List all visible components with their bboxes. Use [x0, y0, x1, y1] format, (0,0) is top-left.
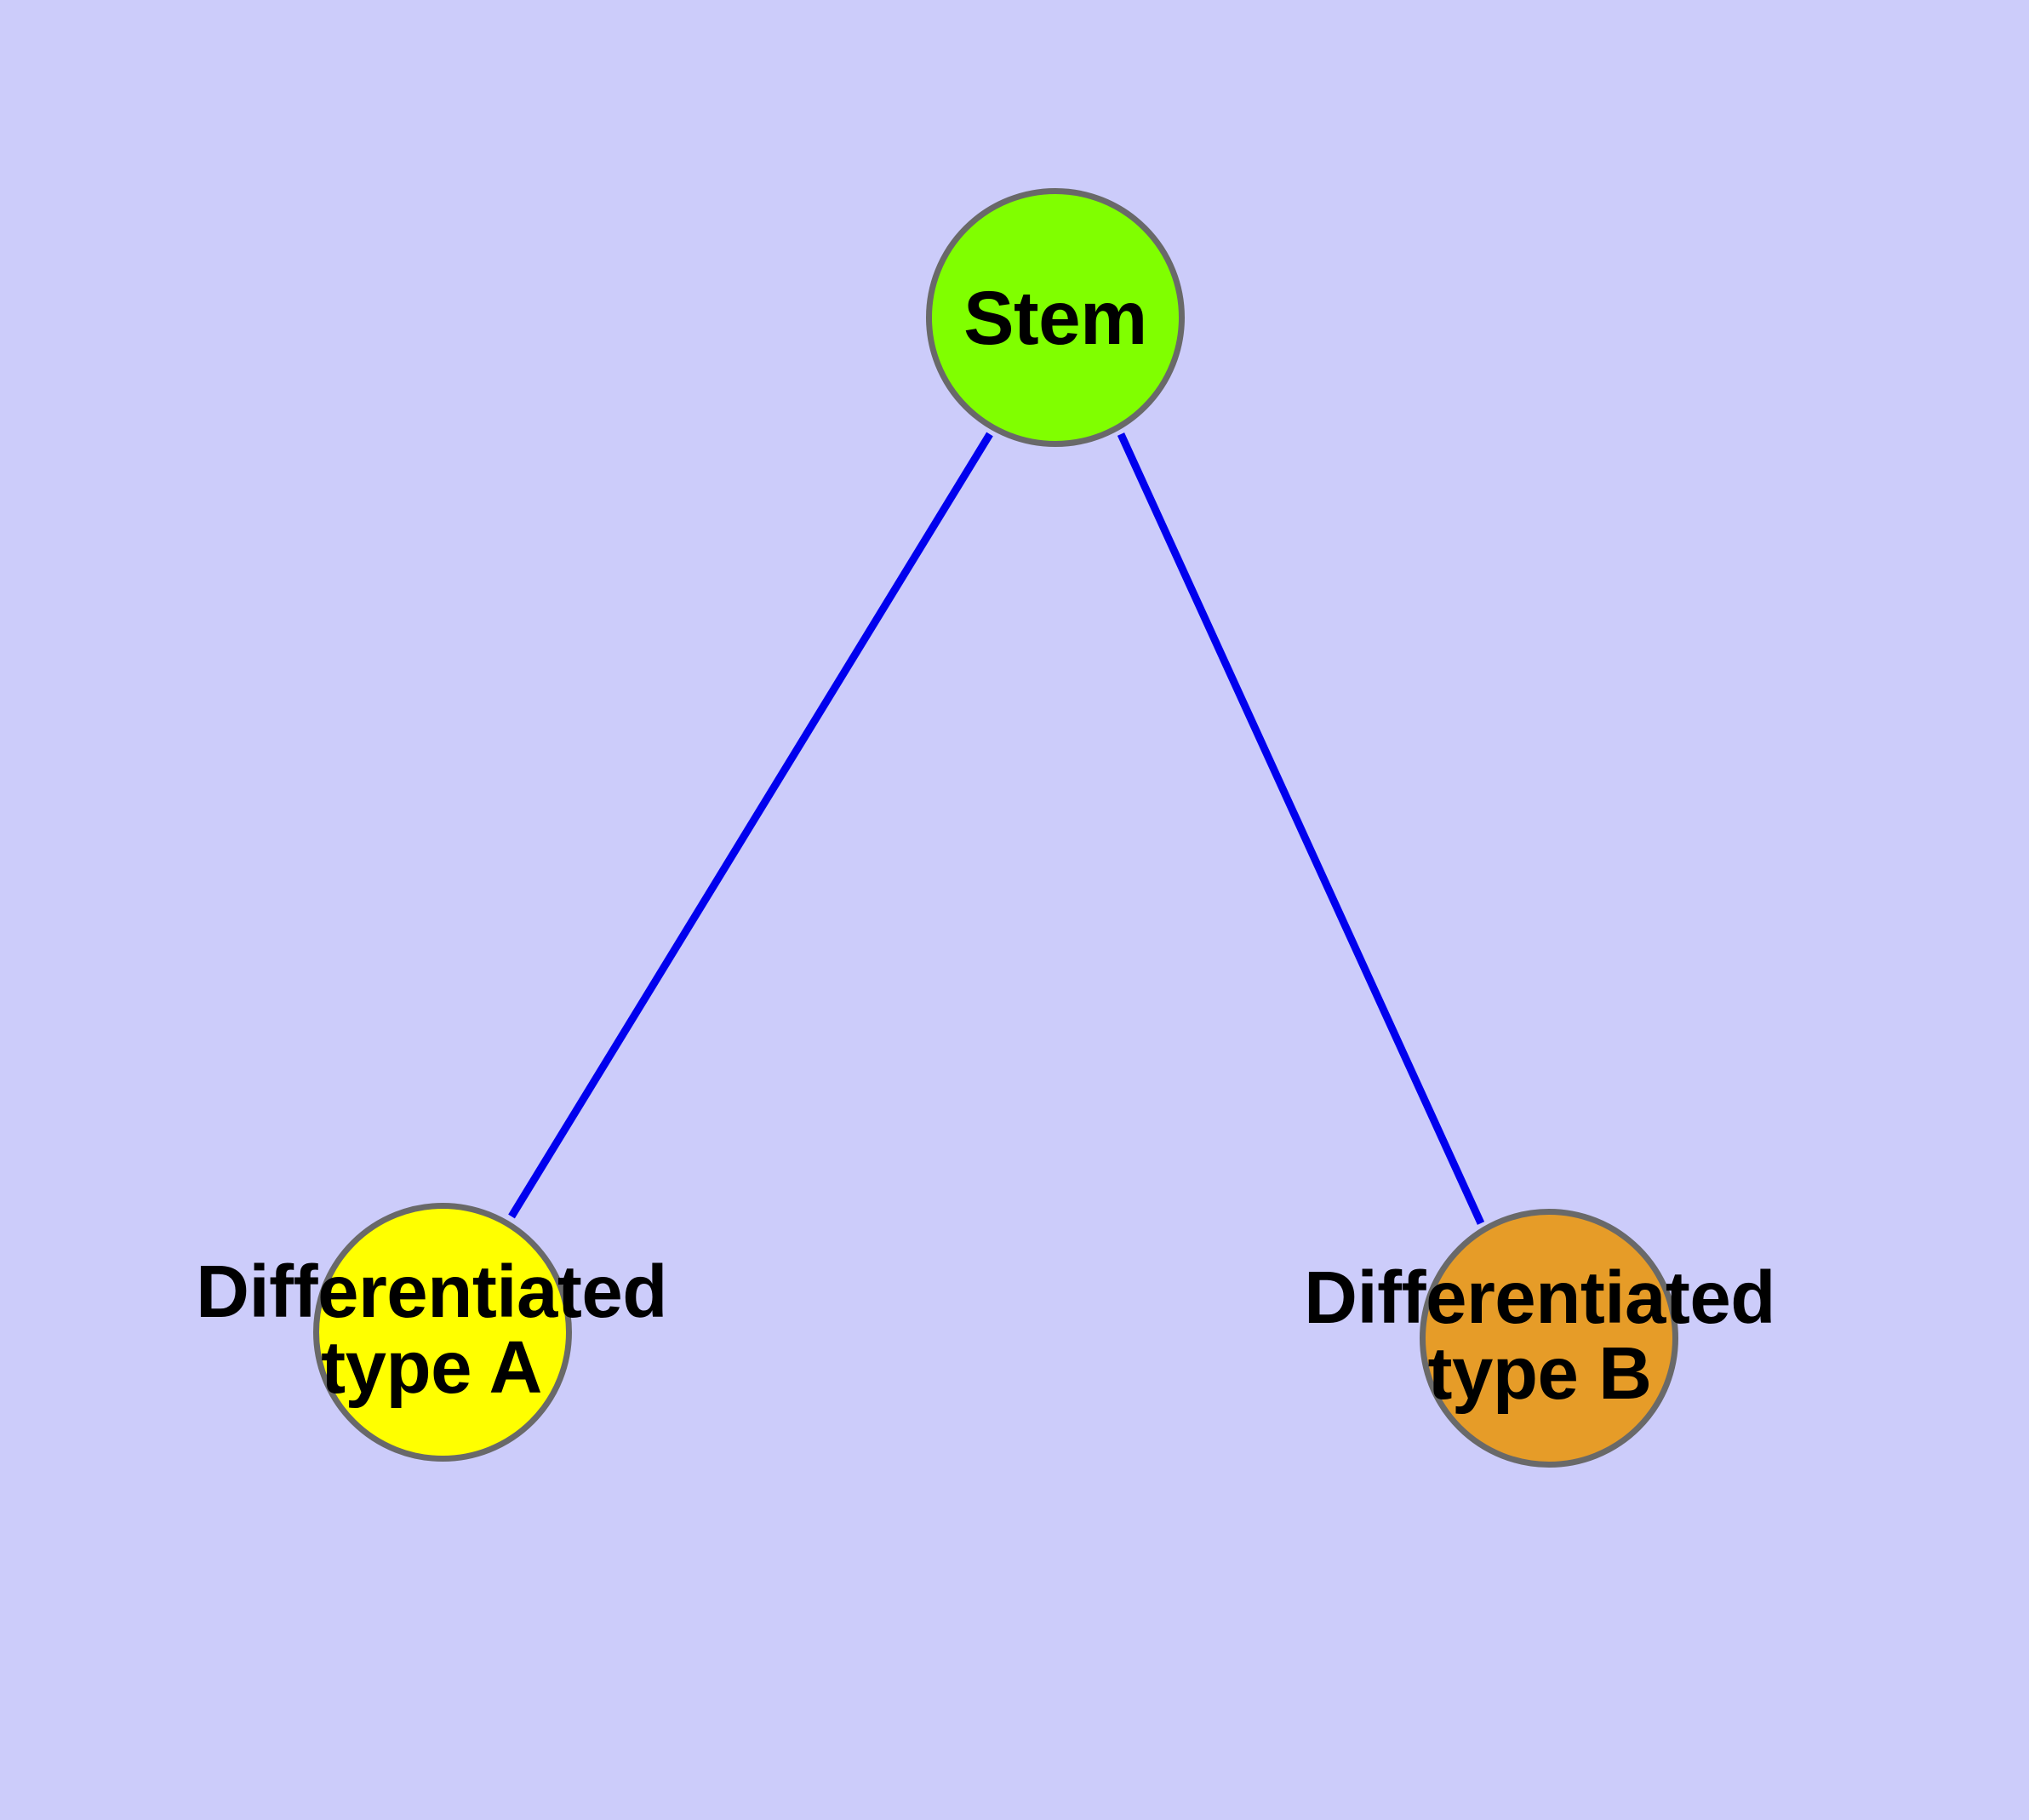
graph-node-stem[interactable]: Stem: [926, 188, 1185, 447]
node-stem-circle: [926, 188, 1185, 447]
node-stem-label-line-1: Stem: [963, 274, 1147, 360]
node-differentiated-type-b-circle: [1420, 1209, 1678, 1468]
node-stem-label: Stem: [963, 274, 1147, 360]
edge-stem-to-differentiated-type-a[interactable]: [508, 432, 993, 1219]
node-differentiated-type-a-label-line-2: type A: [321, 1326, 542, 1409]
node-differentiated-type-a-label: Differentiated type A: [196, 1255, 667, 1405]
node-differentiated-type-b-label-line-2: type B: [1427, 1332, 1652, 1415]
node-differentiated-type-b-label-line-1: Differentiated: [1304, 1256, 1775, 1340]
node-differentiated-type-b-label: Differentiated type B: [1304, 1261, 1775, 1411]
edge-stem-to-differentiated-type-b[interactable]: [1117, 432, 1485, 1225]
node-differentiated-type-a-label-line-1: Differentiated: [196, 1251, 667, 1334]
graph-node-differentiated-type-b[interactable]: Differentiated type B: [1304, 1209, 1775, 1468]
node-differentiated-type-a-circle: [313, 1203, 572, 1462]
graph-node-differentiated-type-a[interactable]: Differentiated type A: [196, 1203, 667, 1462]
